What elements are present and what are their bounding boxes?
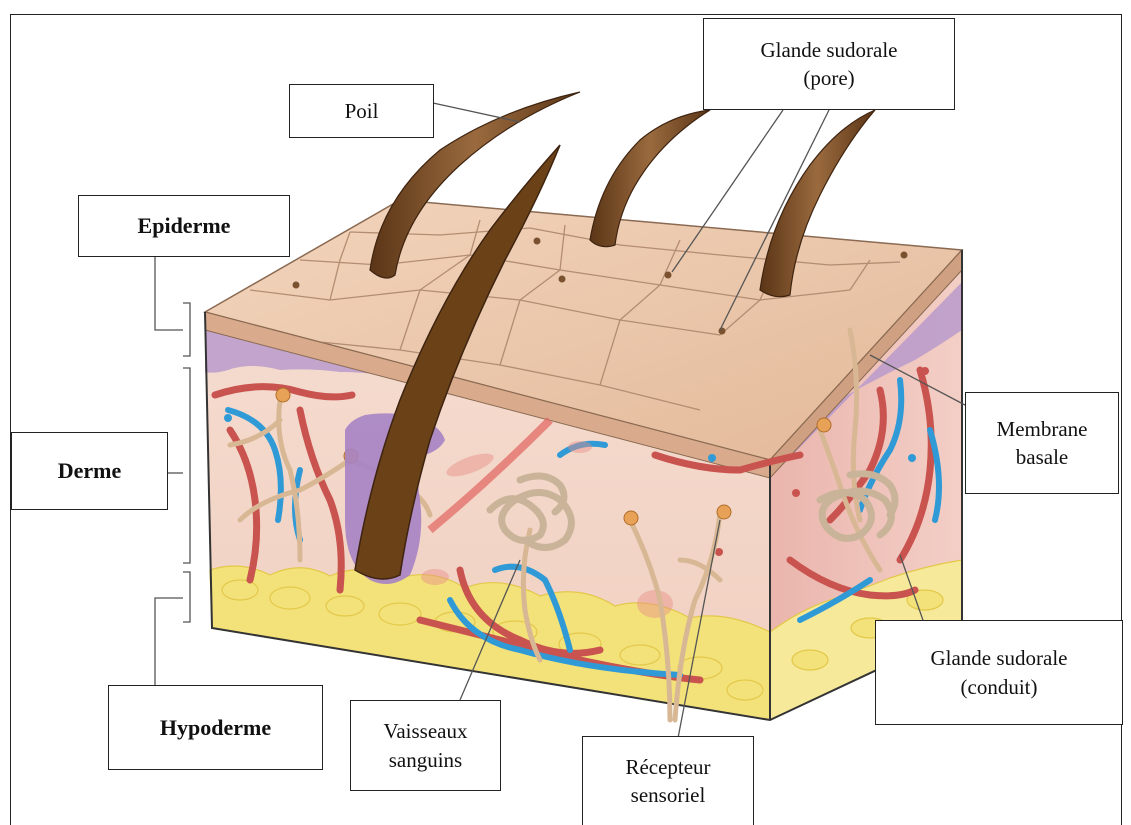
label-recepteur-sensoriel: Récepteur sensoriel [582,736,754,825]
label-derme: Derme [11,432,168,510]
label-glande-sudorale-pore: Glande sudorale (pore) [703,18,955,110]
label-glande-sudorale-conduit: Glande sudorale (conduit) [875,620,1123,725]
label-epiderme: Epiderme [78,195,290,257]
label-vaisseaux-sanguins: Vaisseaux sanguins [350,700,501,791]
label-membrane-basale: Membrane basale [965,392,1119,494]
label-poil: Poil [289,84,434,138]
label-hypoderme: Hypoderme [108,685,323,770]
